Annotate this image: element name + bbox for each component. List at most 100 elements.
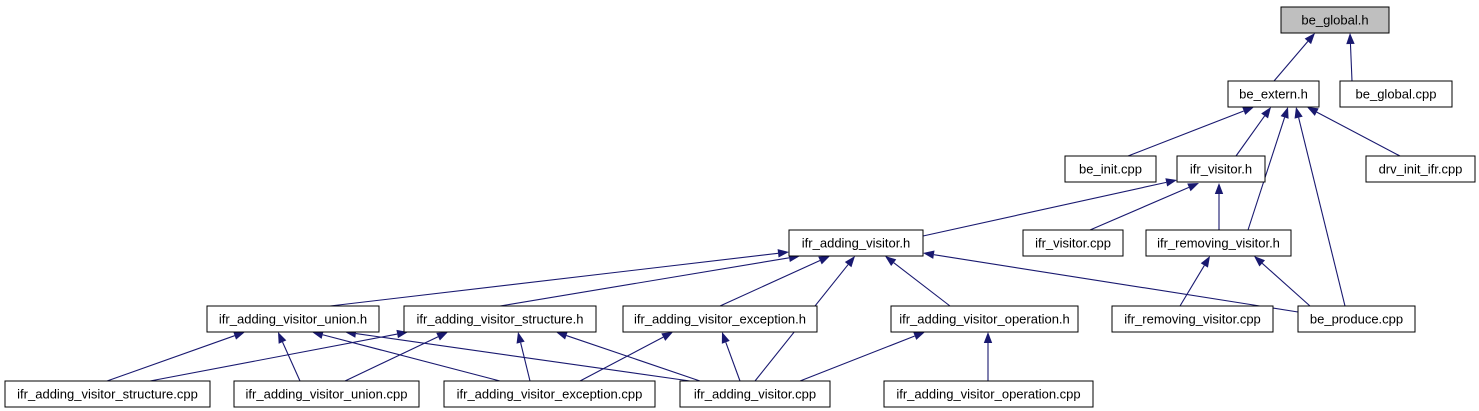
node-label: be_extern.h — [1239, 86, 1308, 101]
node-label: be_init.cpp — [1079, 161, 1142, 176]
edge-arrowhead — [556, 331, 568, 340]
edge-arrowhead — [1254, 256, 1266, 267]
node-box[interactable] — [233, 380, 420, 408]
edge-line — [355, 333, 691, 382]
dependency-edge — [516, 332, 531, 382]
edge-arrowhead — [721, 332, 730, 344]
graph-node-ifr-visitor-h[interactable]: ifr_visitor.h — [1176, 155, 1266, 183]
node-box[interactable] — [1145, 229, 1292, 257]
edge-line — [520, 342, 531, 382]
graph-node-be-global-cpp[interactable]: be_global.cpp — [1339, 80, 1453, 108]
dependency-edge — [312, 330, 501, 382]
edge-line — [106, 335, 235, 382]
node-box[interactable] — [1176, 155, 1266, 183]
node-box[interactable] — [443, 380, 656, 408]
node-box[interactable] — [1280, 6, 1390, 34]
graph-node-ifr-visitor-cpp[interactable]: ifr_visitor.cpp — [1022, 229, 1124, 257]
edge-arrowhead — [923, 250, 935, 259]
edge-line — [149, 333, 398, 382]
dependency-edge — [329, 249, 789, 307]
edge-arrowhead — [1187, 183, 1199, 192]
node-label: ifr_adding_visitor_union.cpp — [246, 386, 408, 401]
node-label: ifr_adding_visitor.cpp — [694, 386, 816, 401]
node-box[interactable] — [1111, 305, 1274, 333]
node-box[interactable] — [4, 380, 211, 408]
edge-arrowhead — [777, 249, 789, 258]
node-label: be_global.cpp — [1356, 86, 1437, 101]
edge-arrowhead — [983, 332, 993, 343]
node-label: be_global.h — [1301, 12, 1368, 27]
graph-node-ifr-adding-visitor-operation-cpp[interactable]: ifr_adding_visitor_operation.cpp — [883, 380, 1094, 408]
edge-arrowhead — [1261, 107, 1271, 119]
node-label: ifr_adding_visitor_structure.cpp — [17, 386, 198, 401]
node-box[interactable] — [1297, 305, 1416, 333]
edge-line — [344, 336, 439, 382]
graph-node-ifr-adding-visitor-exception-cpp[interactable]: ifr_adding_visitor_exception.cpp — [443, 380, 656, 408]
dependency-edge — [922, 178, 1177, 237]
graph-node-ifr-adding-visitor-exception-h[interactable]: ifr_adding_visitor_exception.h — [622, 305, 818, 333]
node-box[interactable] — [890, 305, 1079, 333]
edge-line — [499, 257, 790, 307]
dependency-edge — [1247, 107, 1289, 231]
edge-arrowhead — [1242, 107, 1254, 115]
graph-node-ifr-adding-visitor-h[interactable]: ifr_adding_visitor.h — [788, 229, 924, 257]
node-box[interactable] — [1022, 229, 1124, 257]
graph-node-ifr-removing-visitor-cpp[interactable]: ifr_removing_visitor.cpp — [1111, 305, 1274, 333]
edge-arrowhead — [913, 332, 925, 340]
graph-node-ifr-adding-visitor-structure-h[interactable]: ifr_adding_visitor_structure.h — [403, 305, 597, 333]
graph-node-ifr-adding-visitor-cpp[interactable]: ifr_adding_visitor.cpp — [679, 380, 831, 408]
graph-node-be-extern-h[interactable]: be_extern.h — [1227, 80, 1320, 108]
dependency-edge — [799, 332, 925, 382]
graph-node-ifr-removing-visitor-h[interactable]: ifr_removing_visitor.h — [1145, 229, 1292, 257]
node-label: ifr_adding_visitor.h — [802, 235, 910, 250]
node-box[interactable] — [1339, 80, 1453, 108]
edge-arrowhead — [1214, 183, 1224, 194]
node-label: ifr_adding_visitor_union.h — [219, 311, 367, 326]
graph-node-be-produce-cpp[interactable]: be_produce.cpp — [1297, 305, 1416, 333]
edge-arrowhead — [1304, 33, 1315, 45]
node-box[interactable] — [403, 305, 597, 333]
graph-node-drv-init-ifr-cpp[interactable]: drv_init_ifr.cpp — [1365, 155, 1476, 183]
edge-line — [933, 254, 1299, 313]
dependency-edge — [719, 256, 830, 307]
edge-arrowhead — [1165, 178, 1177, 187]
edge-arrowhead — [818, 256, 830, 265]
graph-node-be-global-h[interactable]: be_global.h — [1280, 6, 1390, 34]
dependency-edge — [721, 332, 741, 382]
edge-line — [1235, 115, 1266, 157]
dependency-edge — [106, 331, 245, 382]
node-box[interactable] — [1227, 80, 1320, 108]
node-label: ifr_adding_visitor_exception.h — [634, 311, 806, 326]
graph-node-ifr-adding-visitor-union-h[interactable]: ifr_adding_visitor_union.h — [206, 305, 380, 333]
node-label: ifr_visitor.h — [1190, 161, 1252, 176]
node-box[interactable] — [206, 305, 380, 333]
node-box[interactable] — [1365, 155, 1476, 183]
edge-arrowhead — [661, 332, 673, 341]
edge-arrowhead — [1307, 107, 1319, 116]
dependency-edge — [1179, 256, 1210, 307]
edge-line — [799, 335, 915, 382]
edge-line — [719, 260, 821, 307]
edge-line — [922, 181, 1167, 237]
dependency-edge — [1294, 107, 1346, 307]
graph-node-ifr-adding-visitor-operation-h[interactable]: ifr_adding_visitor_operation.h — [890, 305, 1079, 333]
node-label: ifr_removing_visitor.cpp — [1124, 311, 1261, 326]
edge-line — [725, 342, 741, 382]
graph-node-ifr-adding-visitor-structure-cpp[interactable]: ifr_adding_visitor_structure.cpp — [4, 380, 211, 408]
edge-arrowhead — [436, 332, 448, 341]
edge-arrowhead — [278, 332, 287, 344]
edge-line — [893, 262, 951, 307]
node-box[interactable] — [679, 380, 831, 408]
edge-layer — [106, 33, 1401, 382]
edge-arrowhead — [885, 256, 897, 267]
graph-node-be-init-cpp[interactable]: be_init.cpp — [1064, 155, 1157, 183]
edge-line — [1349, 43, 1353, 82]
node-box[interactable] — [1064, 155, 1157, 183]
node-box[interactable] — [622, 305, 818, 333]
dependency-edge — [885, 256, 951, 307]
edge-line — [1127, 110, 1244, 157]
dependency-edge — [1214, 183, 1224, 230]
graph-node-ifr-adding-visitor-union-cpp[interactable]: ifr_adding_visitor_union.cpp — [233, 380, 420, 408]
node-box[interactable] — [883, 380, 1094, 408]
node-box[interactable] — [788, 229, 924, 257]
